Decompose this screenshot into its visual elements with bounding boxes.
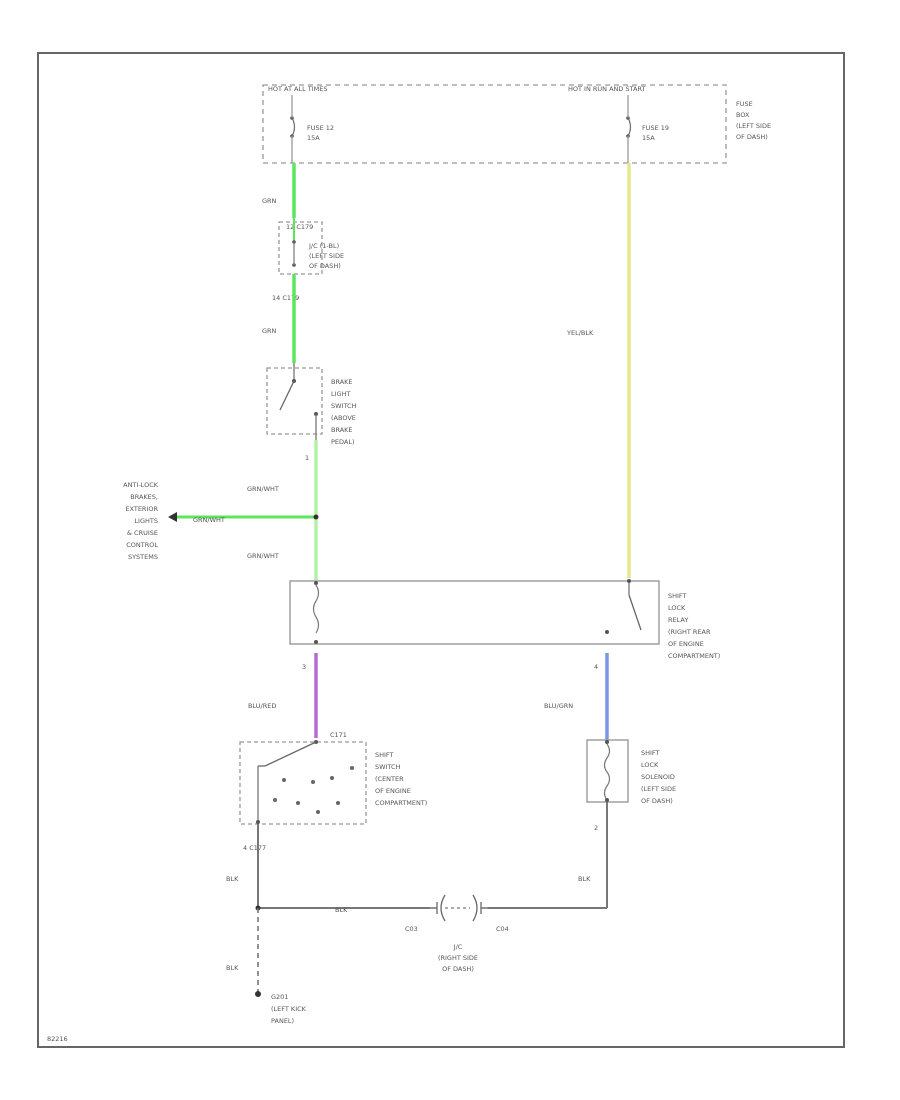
svg-text:(RIGHT REAR: (RIGHT REAR [668,628,711,636]
svg-text:HOT IN RUN AND START: HOT IN RUN AND START [568,85,646,93]
svg-text:SWITCH: SWITCH [375,763,401,771]
svg-text:BRAKES,: BRAKES, [130,493,158,501]
svg-text:GRN: GRN [262,197,277,205]
svg-text:COMPARTMENT): COMPARTMENT) [375,799,427,807]
svg-text:BRAKE: BRAKE [331,378,353,386]
svg-text:HOT AT ALL TIMES: HOT AT ALL TIMES [268,85,328,93]
svg-text:(ABOVE: (ABOVE [331,414,356,422]
svg-text:FUSE: FUSE [736,100,753,108]
svg-text:SOLENOID: SOLENOID [641,773,675,781]
svg-text:GRN/WHT: GRN/WHT [247,485,279,493]
svg-text:GRN: GRN [262,327,277,335]
svg-text:COMPARTMENT): COMPARTMENT) [668,652,720,660]
svg-text:BLU/RED: BLU/RED [248,702,276,710]
svg-text:4: 4 [594,663,598,671]
svg-text:(LEFT KICK: (LEFT KICK [271,1005,307,1013]
fuse-box: HOT AT ALL TIMES HOT IN RUN AND START FU… [262,84,771,164]
svg-text:PEDAL): PEDAL) [331,438,355,446]
svg-text:OF DASH): OF DASH) [442,965,474,973]
shift-switch: C171 SHIFT SWITCH (CENTER OF ENGINE COMP… [239,731,427,825]
wire-blk-network [255,802,608,992]
svg-text:4 C177: 4 C177 [243,844,266,852]
svg-text:ANTI-LOCK: ANTI-LOCK [123,481,159,489]
svg-text:15A: 15A [307,134,320,142]
svg-text:C04: C04 [496,925,509,933]
svg-text:15A: 15A [642,134,655,142]
shift-lock-relay: SHIFT LOCK RELAY (RIGHT REAR OF ENGINE C… [289,579,720,660]
svg-text:G201: G201 [271,993,288,1001]
wire-grn-wht-branch: GRN/WHT [168,512,319,524]
svg-text:OF DASH): OF DASH) [736,133,768,141]
svg-text:GRN/WHT: GRN/WHT [247,552,279,560]
svg-text:EXTERIOR: EXTERIOR [125,505,158,513]
svg-text:(LEFT SIDE: (LEFT SIDE [309,252,344,260]
svg-text:SWITCH: SWITCH [331,402,357,410]
fuse-12: FUSE 12 15A [290,95,334,163]
fuse-box-label: FUSE BOX (LEFT SIDE OF DASH) [736,100,771,141]
svg-text:OF ENGINE: OF ENGINE [668,640,704,648]
svg-text:SYSTEMS: SYSTEMS [128,553,158,561]
svg-text:LIGHT: LIGHT [331,390,350,398]
svg-text:LOCK: LOCK [641,761,659,769]
svg-text:(LEFT SIDE: (LEFT SIDE [641,785,676,793]
svg-text:FUSE 19: FUSE 19 [642,124,669,132]
svg-text:(CENTER: (CENTER [375,775,404,783]
svg-text:BLK: BLK [578,875,591,883]
fuse-19: FUSE 19 15A [626,95,669,163]
ground-point: G201 (LEFT KICK PANEL) [255,991,307,1025]
svg-text:OF DASH): OF DASH) [309,262,341,270]
brake-light-switch: BRAKE LIGHT SWITCH (ABOVE BRAKE PEDAL) [266,363,357,446]
shift-lock-solenoid: SHIFT LOCK SOLENOID (LEFT SIDE OF DASH) [586,739,676,805]
svg-text:LOCK: LOCK [668,604,686,612]
junction-connector: 12 C179 J/C (1-BL) (LEFT SIDE OF DASH) [278,218,344,275]
svg-text:SHIFT: SHIFT [375,751,394,759]
svg-text:BRAKE: BRAKE [331,426,353,434]
svg-text:PANEL): PANEL) [271,1017,294,1025]
svg-text:(LEFT SIDE: (LEFT SIDE [736,122,771,130]
svg-text:SHIFT: SHIFT [668,592,687,600]
diagram-id: 82216 [47,1035,68,1043]
svg-text:RELAY: RELAY [668,616,688,624]
svg-text:BOX: BOX [736,111,750,119]
svg-text:BLK: BLK [226,964,239,972]
svg-text:BLK: BLK [226,875,239,883]
svg-text:BLU/GRN: BLU/GRN [544,702,573,710]
antilock-systems-label: ANTI-LOCK BRAKES, EXTERIOR LIGHTS & CRUI… [123,481,159,561]
svg-text:(RIGHT SIDE: (RIGHT SIDE [438,954,478,962]
svg-text:CONTROL: CONTROL [126,541,158,549]
svg-text:2: 2 [594,824,598,832]
svg-text:C171: C171 [330,731,347,739]
svg-text:C03: C03 [405,925,418,933]
svg-text:LIGHTS: LIGHTS [134,517,158,525]
svg-text:14 C179: 14 C179 [272,294,299,302]
svg-text:YEL/BLK: YEL/BLK [566,329,594,337]
svg-text:& CRUISE: & CRUISE [127,529,158,537]
svg-text:BLK: BLK [335,906,348,914]
svg-text:GRN/WHT: GRN/WHT [193,516,225,524]
svg-text:J/C (1-BL): J/C (1-BL) [308,242,339,250]
bottom-junction-connector: C03 C04 J/C (RIGHT SIDE OF DASH) [405,894,509,973]
svg-text:1: 1 [305,454,309,462]
svg-text:J/C: J/C [453,943,463,951]
svg-text:OF DASH): OF DASH) [641,797,673,805]
svg-text:12 C179: 12 C179 [286,223,313,231]
svg-text:OF ENGINE: OF ENGINE [375,787,411,795]
svg-text:FUSE 12: FUSE 12 [307,124,334,132]
svg-text:3: 3 [302,663,306,671]
svg-text:SHIFT: SHIFT [641,749,660,757]
diagram-frame [37,52,845,1048]
